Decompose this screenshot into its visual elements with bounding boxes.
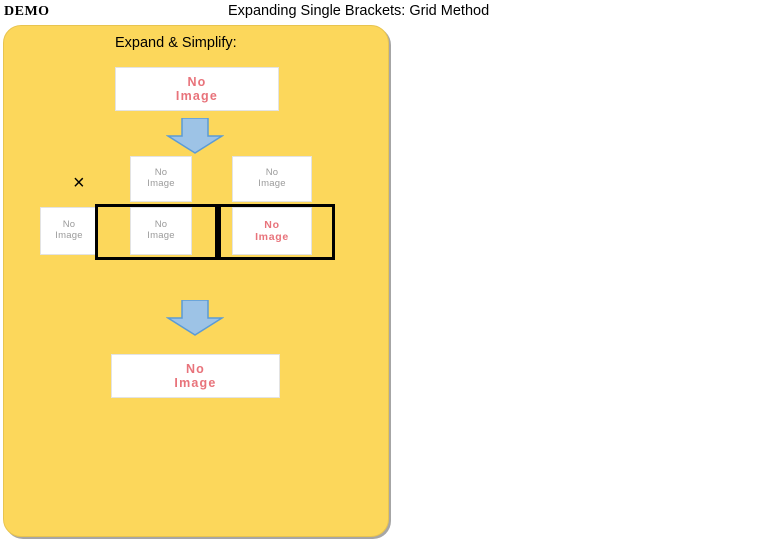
down-arrow-icon-top [166,118,224,154]
grid-product-cell-ab-text: No Image [147,219,175,241]
grid-outline-left [95,204,218,260]
grid-header-cell-c: No Image [232,156,312,202]
grid-outline-right [218,204,335,260]
demo-badge: DEMO [4,4,50,19]
grid-row-label-a: No Image [40,207,98,255]
down-arrow-icon-bottom [166,300,224,336]
grid-product-cell-ac: No Image [232,207,312,255]
expression-bottom-text: No Image [174,361,217,390]
expression-top-text: No Image [175,74,219,103]
grid-header-cell-b: No Image [130,156,192,202]
page-title: Expanding Single Brackets: Grid Method [228,3,490,19]
grid-product-cell-ac-text: No Image [255,218,289,243]
grid-header-cell-c-text: No Image [258,167,286,189]
grid-row-label-a-text: No Image [55,219,83,241]
grid-header-cell-b-text: No Image [147,167,175,189]
multiply-icon: × [73,172,85,194]
instruction-label: Expand & Simplify: [115,35,237,51]
expression-top-placeholder: No Image [115,67,279,111]
expression-bottom-placeholder: No Image [111,354,280,398]
grid-product-cell-ab: No Image [130,207,192,255]
